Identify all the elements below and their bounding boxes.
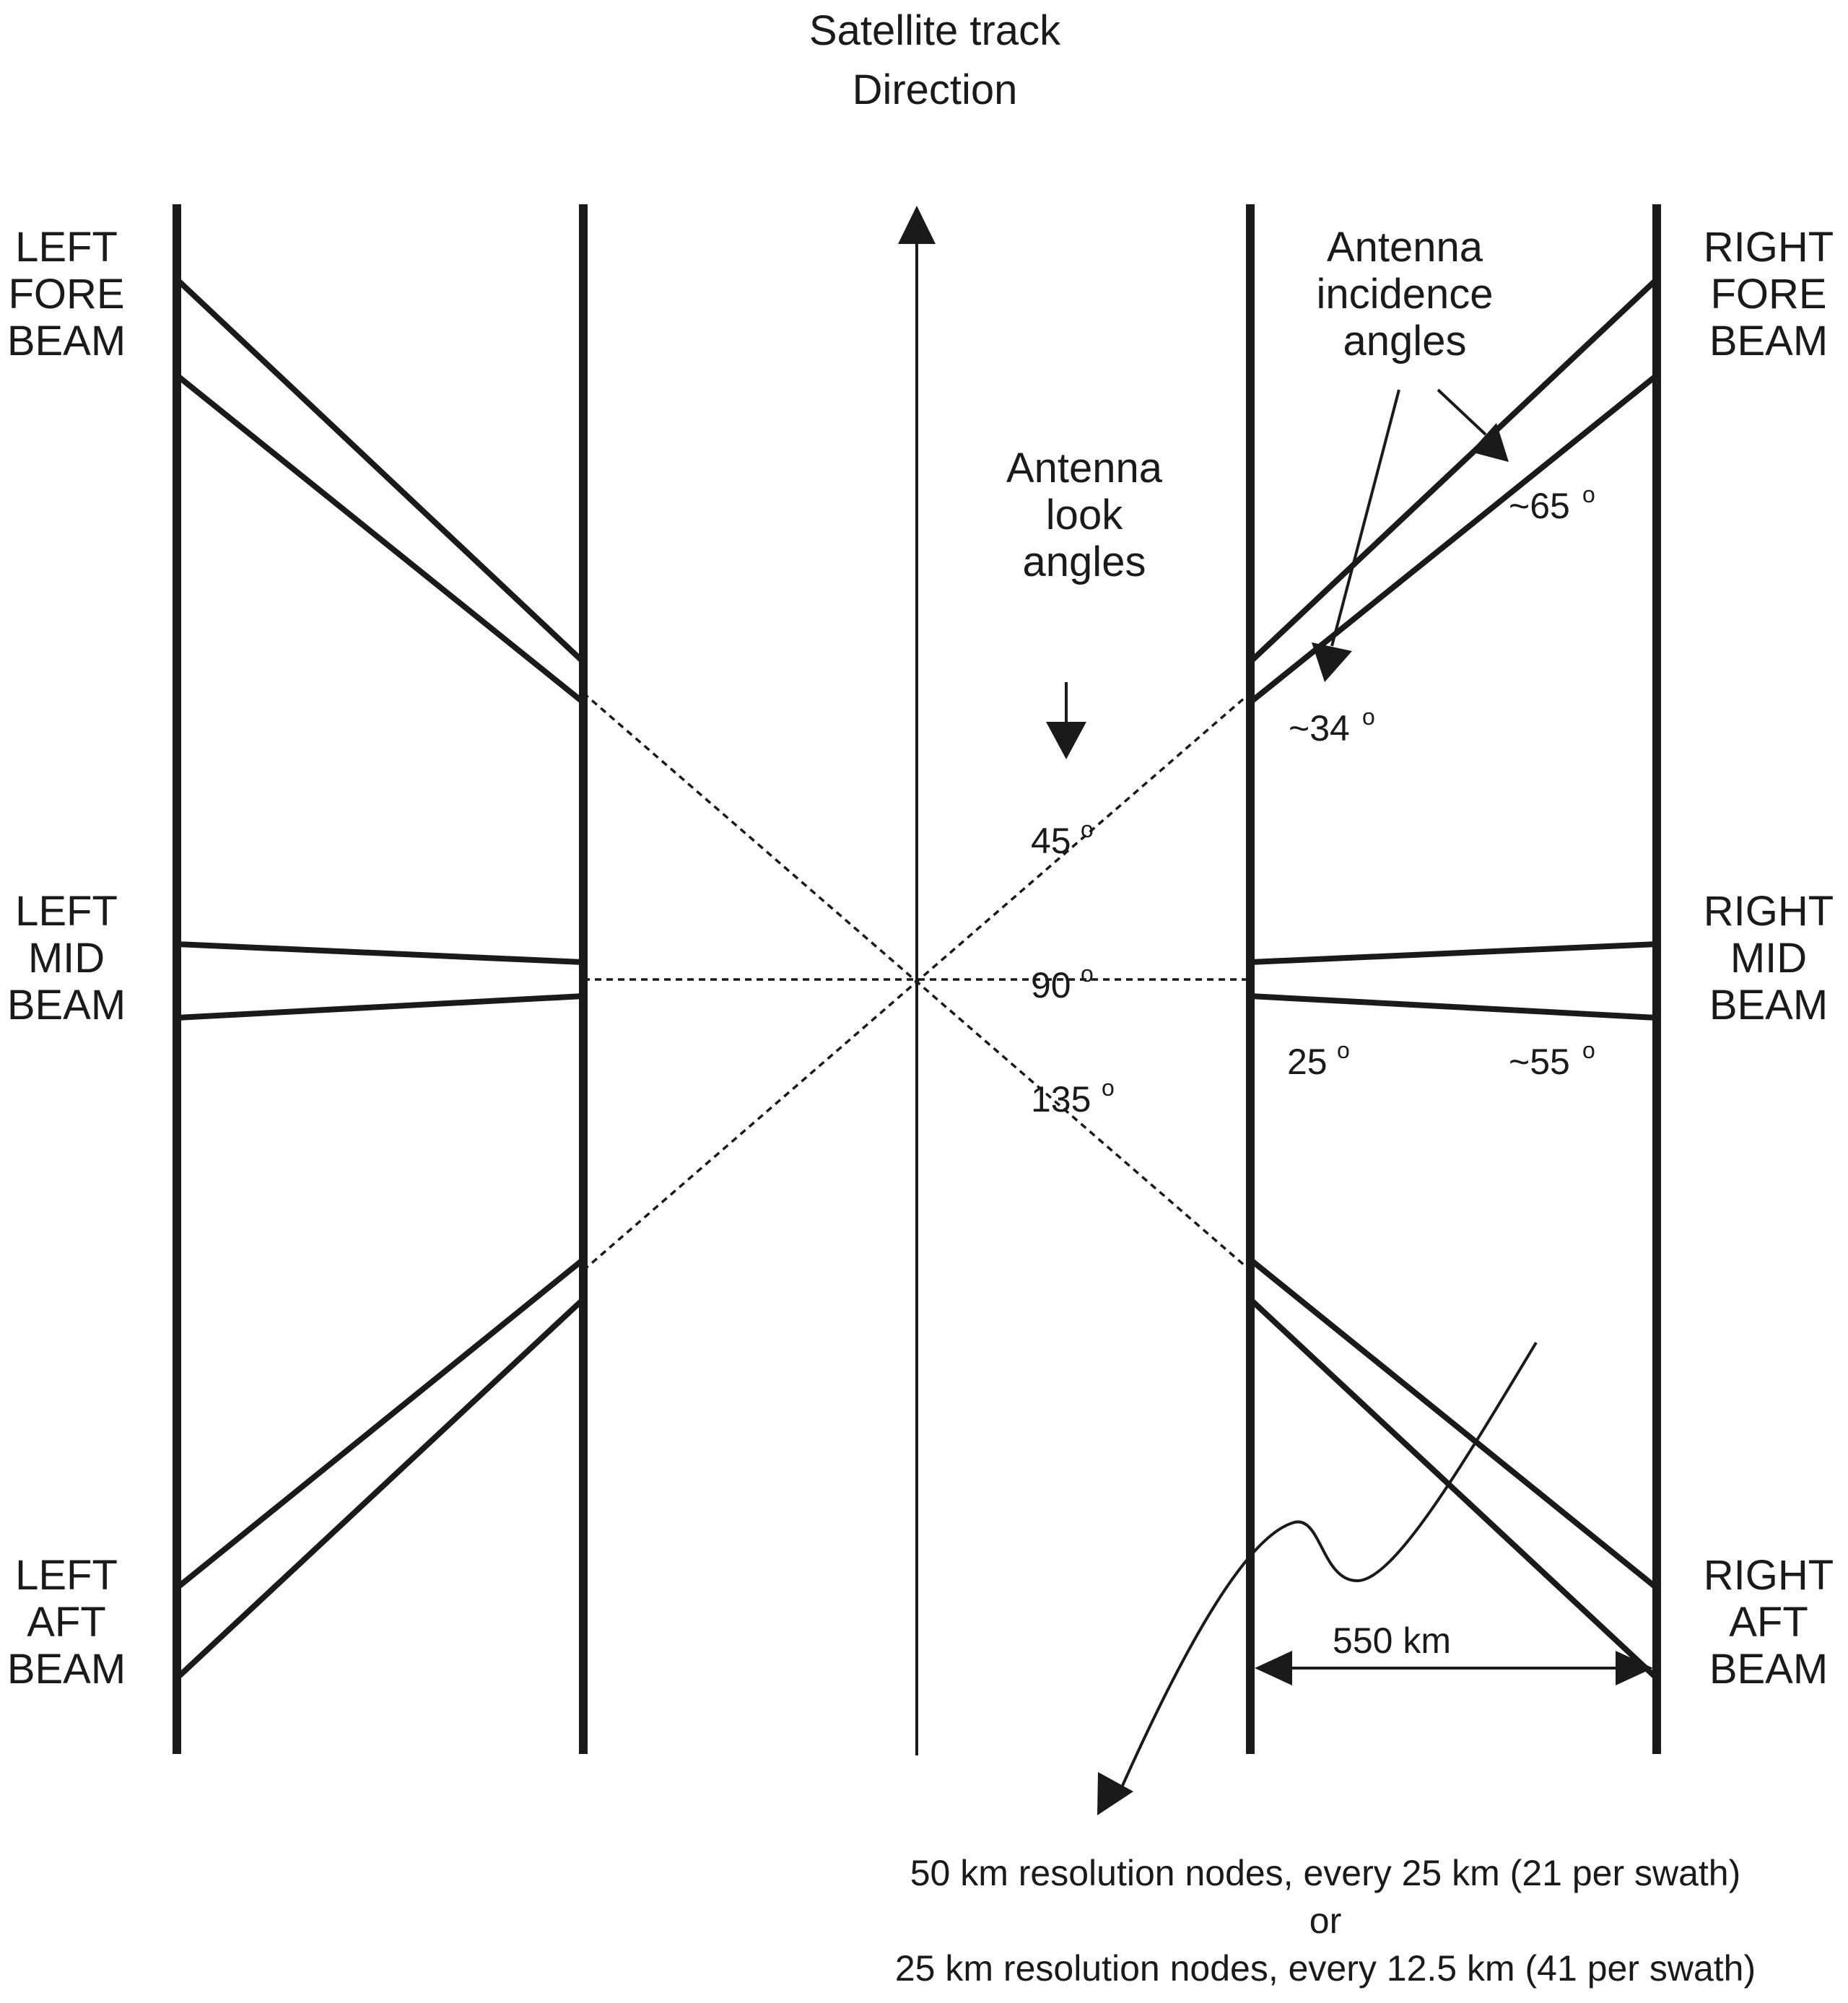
- right-fore-beam-edge-2: [1247, 372, 1660, 705]
- right-aft-beam-edge-2: [1247, 1296, 1660, 1681]
- right-fore-beam-label: RIGHT FORE BEAM: [1704, 224, 1834, 365]
- left-fore-beam-edge-1: [174, 276, 586, 665]
- look-angle-90: 90 o: [1031, 961, 1094, 1005]
- svg-text:BEAM: BEAM: [1709, 982, 1828, 1029]
- incidence-pointer-inner-line: [1330, 389, 1400, 647]
- right-mid-beam-edge-1: [1247, 941, 1660, 965]
- left-mid-beam-edge-1: [174, 941, 586, 965]
- svg-text:AFT: AFT: [27, 1599, 106, 1646]
- svg-text:~34: ~34: [1289, 708, 1350, 749]
- satellite-track-arrowhead: [898, 206, 936, 244]
- look-angles-label: Antenna look angles: [1006, 445, 1163, 585]
- incidence-pointer-inner-arrowhead: [1312, 642, 1352, 682]
- title-line-1: Satellite track: [809, 7, 1061, 54]
- svg-text:angles: angles: [1023, 538, 1146, 585]
- footnote-line-3: 25 km resolution nodes, every 12.5 km (4…: [895, 1948, 1756, 1989]
- svg-text:angles: angles: [1343, 318, 1467, 365]
- svg-text:~65: ~65: [1509, 486, 1570, 526]
- look-angles-pointer-arrowhead: [1046, 722, 1086, 759]
- svg-text:o: o: [1362, 704, 1375, 730]
- svg-text:Antenna: Antenna: [1327, 224, 1483, 271]
- svg-text:MID: MID: [1730, 935, 1807, 982]
- incidence-angle-mid-inner: 25 o: [1287, 1037, 1350, 1082]
- left-aft-beam-label: LEFT AFT BEAM: [7, 1552, 126, 1693]
- svg-text:BEAM: BEAM: [1709, 1646, 1828, 1693]
- right-aft-beam-label: RIGHT AFT BEAM: [1704, 1552, 1834, 1693]
- svg-text:45: 45: [1031, 821, 1071, 861]
- left-fore-beam-label: LEFT FORE BEAM: [7, 224, 126, 365]
- svg-text:RIGHT: RIGHT: [1704, 888, 1834, 935]
- svg-text:90: 90: [1031, 965, 1071, 1005]
- right-fore-beam-edge-1: [1247, 276, 1660, 665]
- svg-text:~55: ~55: [1509, 1042, 1570, 1082]
- look-angle-135: 135 o: [1031, 1075, 1115, 1120]
- svg-text:LEFT: LEFT: [15, 1552, 118, 1599]
- look-angle-45: 45 o: [1031, 816, 1094, 861]
- right-aft-beam-edge-1: [1247, 1257, 1660, 1591]
- svg-text:135: 135: [1031, 1079, 1091, 1120]
- svg-text:AFT: AFT: [1729, 1599, 1808, 1646]
- svg-text:o: o: [1081, 816, 1094, 842]
- incidence-angle-fore-inner: ~34 o: [1289, 704, 1375, 749]
- svg-text:o: o: [1582, 481, 1595, 507]
- svg-text:look: look: [1046, 492, 1123, 538]
- swath-width-label: 550 km: [1333, 1620, 1451, 1661]
- svg-text:LEFT: LEFT: [15, 224, 118, 271]
- svg-text:LEFT: LEFT: [15, 888, 118, 935]
- title-line-2: Direction: [853, 66, 1018, 113]
- incidence-angles-label: Antenna incidence angles: [1316, 224, 1493, 365]
- left-aft-beam-edge-1: [174, 1257, 586, 1591]
- left-aft-beam-edge-2: [174, 1296, 586, 1681]
- svg-text:RIGHT: RIGHT: [1704, 224, 1834, 271]
- footnote-line-1: 50 km resolution nodes, every 25 km (21 …: [910, 1853, 1741, 1893]
- incidence-pointer-outer-line: [1437, 388, 1487, 436]
- svg-text:o: o: [1582, 1037, 1595, 1063]
- svg-text:MID: MID: [28, 935, 105, 982]
- svg-text:FORE: FORE: [1710, 271, 1826, 318]
- right-mid-beam-label: RIGHT MID BEAM: [1704, 888, 1834, 1029]
- incidence-angle-mid-outer: ~55 o: [1509, 1037, 1595, 1082]
- svg-text:incidence: incidence: [1316, 271, 1493, 318]
- svg-text:RIGHT: RIGHT: [1704, 1552, 1834, 1599]
- swath-width-right-arrowhead: [1616, 1651, 1653, 1685]
- svg-text:o: o: [1337, 1037, 1350, 1063]
- footnote-line-2: or: [1309, 1901, 1341, 1941]
- incidence-pointer-outer-arrowhead: [1470, 423, 1509, 462]
- svg-text:BEAM: BEAM: [7, 318, 126, 365]
- svg-text:FORE: FORE: [8, 271, 124, 318]
- svg-text:BEAM: BEAM: [7, 1646, 126, 1693]
- incidence-angle-fore-outer: ~65 o: [1509, 481, 1595, 526]
- left-mid-beam-label: LEFT MID BEAM: [7, 888, 126, 1029]
- resolution-nodes-callout-line: [1117, 1341, 1538, 1794]
- left-fore-beam-edge-2: [174, 372, 586, 705]
- resolution-nodes-callout-arrowhead: [1097, 1772, 1133, 1815]
- swath-width-left-arrowhead: [1255, 1651, 1292, 1685]
- svg-text:Antenna: Antenna: [1006, 445, 1163, 492]
- svg-text:BEAM: BEAM: [7, 982, 126, 1029]
- svg-text:o: o: [1081, 961, 1094, 987]
- svg-text:25: 25: [1287, 1042, 1328, 1082]
- right-mid-beam-edge-2: [1247, 993, 1660, 1021]
- svg-text:o: o: [1102, 1075, 1115, 1101]
- left-mid-beam-edge-2: [174, 993, 586, 1021]
- svg-text:BEAM: BEAM: [1709, 318, 1828, 365]
- look-angle-135-line: [582, 691, 1252, 1272]
